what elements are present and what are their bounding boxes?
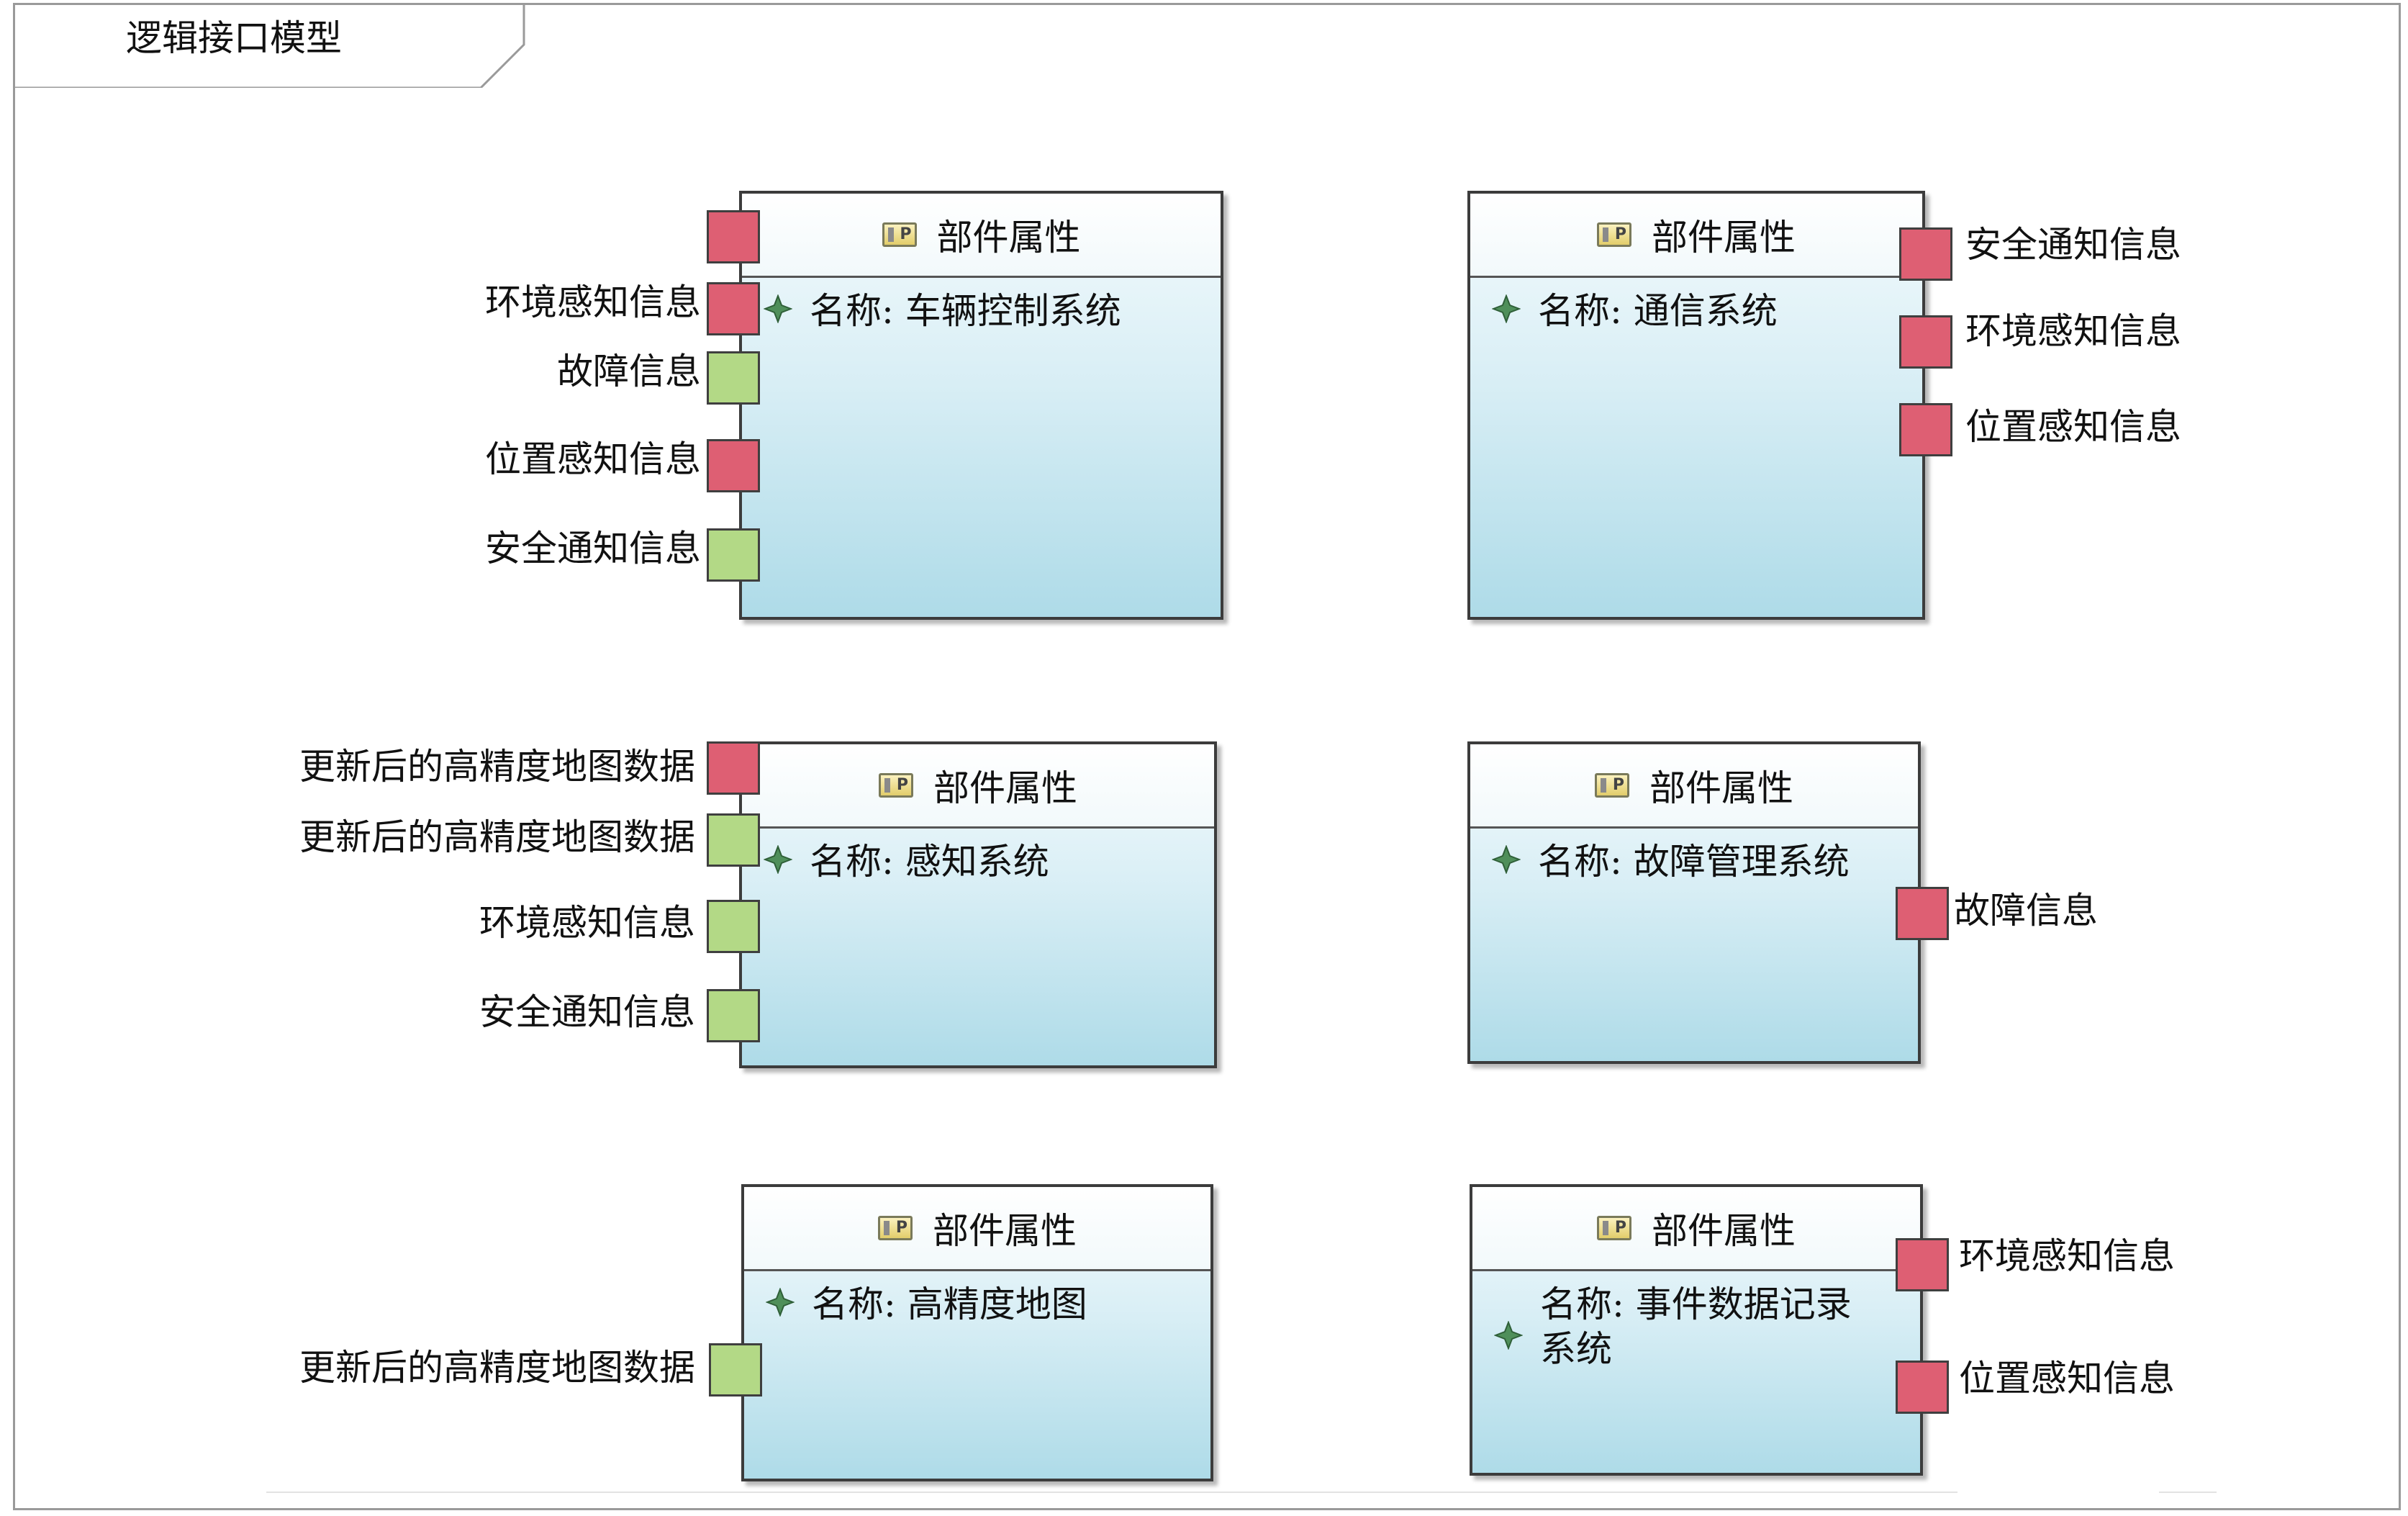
port-label: 环境感知信息 <box>1965 310 2181 352</box>
part-property-icon: P <box>878 1216 913 1240</box>
property-star-icon <box>764 845 792 874</box>
port-environment-perception[interactable] <box>1899 315 1952 369</box>
block-name-row: 名称: 车辆控制系统 <box>764 289 1206 333</box>
port[interactable] <box>707 210 760 263</box>
port-position-perception[interactable] <box>1899 403 1952 456</box>
block-name: 名称: 通信系统 <box>1538 290 1778 332</box>
block-name: 名称: 事件数据记录系统 <box>1540 1283 1852 1370</box>
port-position-perception[interactable] <box>1896 1361 1949 1414</box>
diagram-frame <box>13 3 2401 1510</box>
block-header: P 部件属性 <box>1470 194 1922 278</box>
port-safety-notification[interactable] <box>1899 227 1952 281</box>
property-star-icon <box>766 1288 795 1317</box>
property-star-icon <box>1492 294 1521 323</box>
block-header: P 部件属性 <box>742 744 1214 829</box>
block-header-label: 部件属性 <box>1652 217 1796 258</box>
block-event-data-recorder[interactable]: P 部件属性 名称: 事件数据记录系统 <box>1470 1184 1923 1476</box>
block-name: 名称: 故障管理系统 <box>1538 841 1850 883</box>
block-header: P 部件属性 <box>742 194 1221 278</box>
block-name-row: 名称: 高精度地图 <box>766 1282 1196 1327</box>
port-fault-info[interactable] <box>707 351 760 405</box>
port-label: 位置感知信息 <box>1965 406 2181 448</box>
block-vehicle-control-system[interactable]: P 部件属性 名称: 车辆控制系统 <box>739 191 1223 620</box>
port-label: 位置感知信息 <box>485 438 701 480</box>
port-label: 环境感知信息 <box>1959 1235 2175 1277</box>
port-safety-notification[interactable] <box>707 989 760 1042</box>
block-name-row: 名称: 感知系统 <box>764 839 1200 884</box>
port-environment-perception[interactable] <box>707 282 760 335</box>
block-name: 名称: 高精度地图 <box>812 1283 1087 1325</box>
block-header-label: 部件属性 <box>936 217 1081 258</box>
port-updated-hd-map-data[interactable] <box>709 1343 762 1397</box>
port-updated-hd-map-data[interactable] <box>707 813 760 867</box>
port-label: 位置感知信息 <box>1959 1358 2175 1399</box>
port-label: 故障信息 <box>1954 890 2098 931</box>
bottom-guide-line <box>266 1492 1957 1493</box>
frame-name-tab <box>13 3 525 88</box>
port-label: 更新后的高精度地图数据 <box>299 1347 695 1389</box>
port-environment-perception[interactable] <box>1896 1238 1949 1291</box>
part-property-icon: P <box>882 222 917 247</box>
port-position-perception[interactable] <box>707 439 760 492</box>
port-fault-info[interactable] <box>1896 887 1949 940</box>
block-header: P 部件属性 <box>1472 1187 1920 1271</box>
block-name-row: 名称: 通信系统 <box>1492 289 1908 333</box>
port-environment-perception[interactable] <box>707 900 760 953</box>
part-property-icon: P <box>879 773 913 798</box>
port-label: 更新后的高精度地图数据 <box>299 746 695 788</box>
bottom-guide-line <box>2159 1492 2217 1493</box>
block-hd-map[interactable]: P 部件属性 名称: 高精度地图 <box>741 1184 1213 1481</box>
part-property-icon: P <box>1595 773 1629 798</box>
block-header: P 部件属性 <box>744 1187 1210 1271</box>
port-label: 更新后的高精度地图数据 <box>299 816 695 858</box>
property-star-icon <box>1494 1321 1523 1350</box>
block-header-label: 部件属性 <box>1649 767 1793 809</box>
port-label: 环境感知信息 <box>485 281 701 323</box>
block-header-label: 部件属性 <box>933 767 1077 809</box>
block-name-row: 名称: 故障管理系统 <box>1492 839 1904 884</box>
block-fault-management-system[interactable]: P 部件属性 名称: 故障管理系统 <box>1467 741 1921 1064</box>
part-property-icon: P <box>1597 222 1631 247</box>
part-property-icon: P <box>1597 1216 1631 1240</box>
block-name-row: 名称: 事件数据记录系统 <box>1494 1282 1862 1371</box>
property-star-icon <box>764 294 792 323</box>
block-communication-system[interactable]: P 部件属性 名称: 通信系统 <box>1467 191 1925 620</box>
port-label: 环境感知信息 <box>479 902 695 944</box>
block-header-label: 部件属性 <box>1652 1210 1796 1252</box>
port-updated-hd-map-data[interactable] <box>707 741 760 795</box>
port-label: 安全通知信息 <box>479 991 695 1033</box>
property-star-icon <box>1492 845 1521 874</box>
port-label: 安全通知信息 <box>1965 224 2181 266</box>
block-header-label: 部件属性 <box>933 1210 1077 1252</box>
block-name: 名称: 感知系统 <box>810 841 1049 883</box>
frame-title: 逻辑接口模型 <box>126 17 342 59</box>
port-label: 故障信息 <box>557 351 701 392</box>
port-safety-notification[interactable] <box>707 528 760 582</box>
block-perception-system[interactable]: P 部件属性 名称: 感知系统 <box>739 741 1217 1068</box>
block-name: 名称: 车辆控制系统 <box>810 290 1121 332</box>
block-header: P 部件属性 <box>1470 744 1918 829</box>
port-label: 安全通知信息 <box>485 528 701 569</box>
